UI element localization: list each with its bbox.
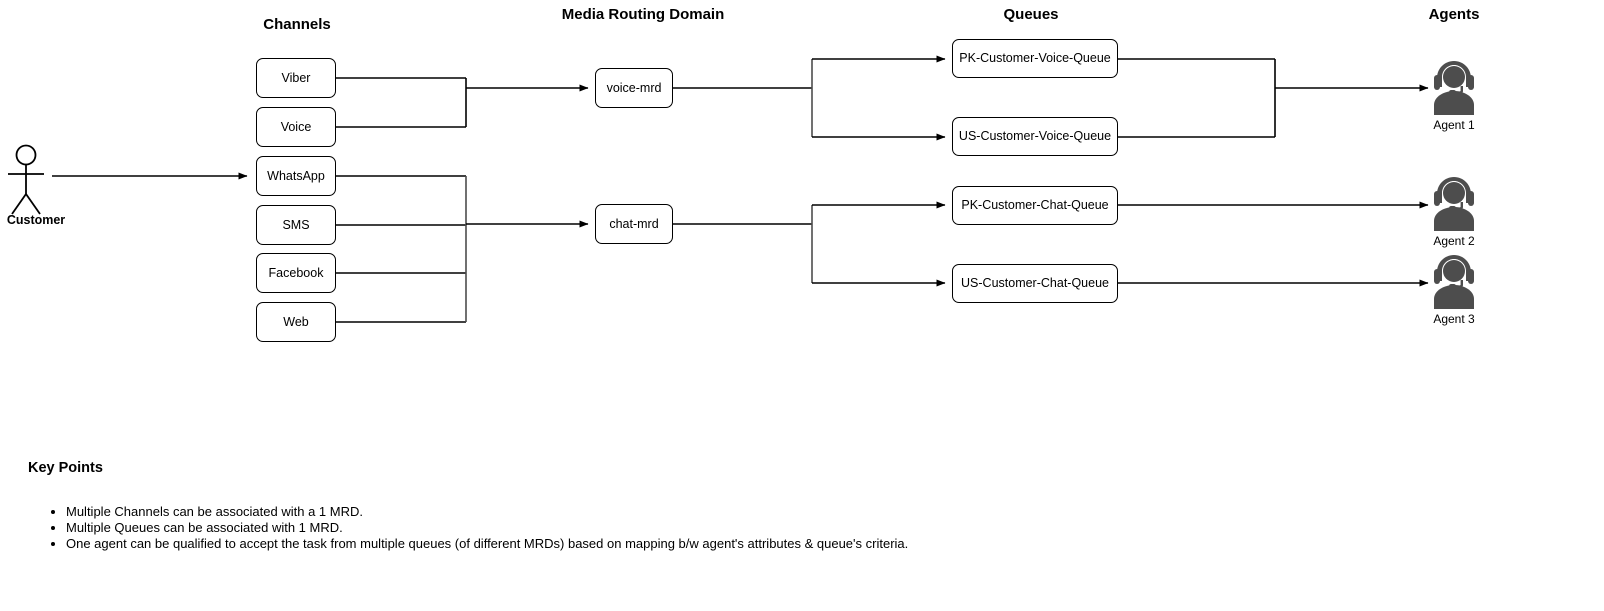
header-channels: Channels	[263, 16, 331, 33]
actor-customer-label: Customer	[6, 213, 66, 227]
header-queues: Queues	[1003, 6, 1059, 23]
key-points-section: Key Points Multiple Channels can be asso…	[28, 460, 1228, 553]
queue-node-us-customer-chat-queue[interactable]: US-Customer-Chat-Queue	[952, 264, 1118, 303]
channel-node-web[interactable]: Web	[256, 302, 336, 342]
header-media-routing-domain: Media Routing Domain	[561, 6, 725, 23]
actor-customer: Customer	[7, 145, 68, 227]
queue-node-pk-customer-voice-queue[interactable]: PK-Customer-Voice-Queue	[952, 39, 1118, 78]
key-points-list: Multiple Channels can be associated with…	[28, 504, 1228, 553]
queue-node-us-customer-voice-queue[interactable]: US-Customer-Voice-Queue	[952, 117, 1118, 156]
channel-node-sms[interactable]: SMS	[256, 205, 336, 245]
key-point-item: Multiple Channels can be associated with…	[66, 504, 1228, 520]
channel-node-voice[interactable]: Voice	[256, 107, 336, 147]
channel-node-facebook[interactable]: Facebook	[256, 253, 336, 293]
key-point-item: Multiple Queues can be associated with 1…	[66, 520, 1228, 536]
agent-3-label: Agent 3	[1433, 312, 1475, 326]
queue-node-pk-customer-chat-queue[interactable]: PK-Customer-Chat-Queue	[952, 186, 1118, 225]
agent-1[interactable]: Agent 1	[1419, 58, 1489, 132]
channel-node-whatsapp[interactable]: WhatsApp	[256, 156, 336, 196]
agent-2-label: Agent 2	[1433, 234, 1475, 248]
headset-agent-icon	[1419, 174, 1489, 232]
agent-3[interactable]: Agent 3	[1419, 252, 1489, 326]
header-agents: Agents	[1428, 6, 1480, 23]
key-point-item: One agent can be qualified to accept the…	[66, 536, 1228, 552]
headset-agent-icon	[1419, 252, 1489, 310]
mrd-node-chat-mrd[interactable]: chat-mrd	[595, 204, 673, 244]
mrd-node-voice-mrd[interactable]: voice-mrd	[595, 68, 673, 108]
headset-agent-icon	[1419, 58, 1489, 116]
key-points-title: Key Points	[28, 460, 103, 476]
channel-node-viber[interactable]: Viber	[256, 58, 336, 98]
agent-2[interactable]: Agent 2	[1419, 174, 1489, 248]
agent-1-label: Agent 1	[1433, 118, 1475, 132]
